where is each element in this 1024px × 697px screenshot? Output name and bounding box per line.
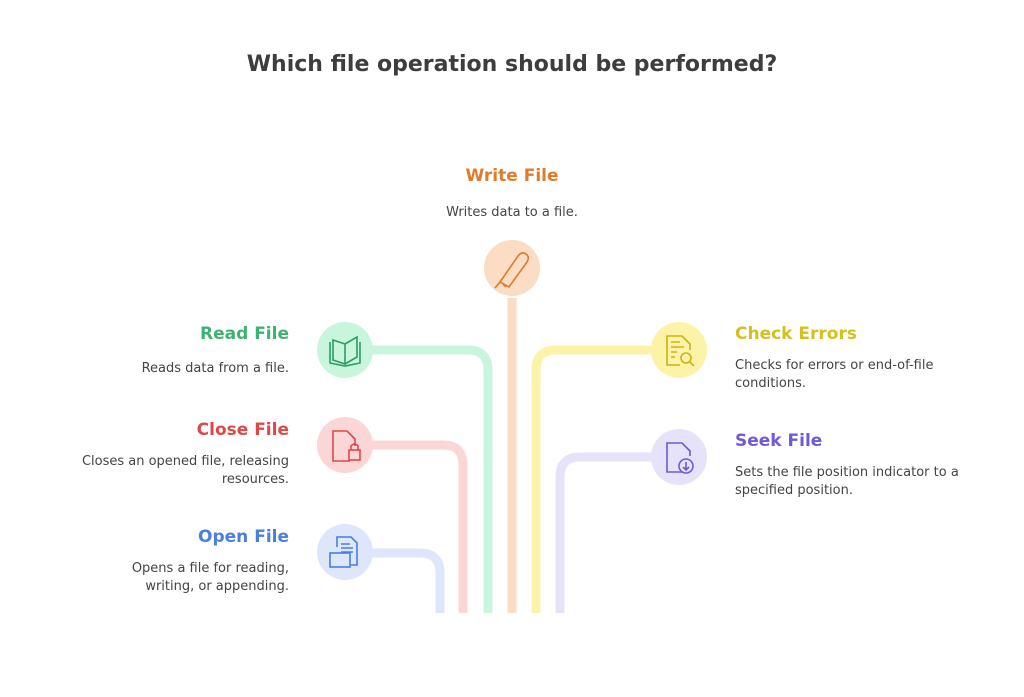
close-file-title: Close File	[196, 420, 289, 440]
read-file-desc: Reads data from a file.	[141, 361, 289, 376]
write-icon-circle	[484, 240, 540, 296]
check-errors-title: Check Errors	[735, 324, 857, 344]
diagram-title: Which file operation should be performed…	[246, 52, 778, 77]
open-file-title: Open File	[198, 527, 289, 547]
file-download-icon	[666, 442, 694, 474]
write-file-desc: Writes data to a file.	[446, 205, 578, 220]
close-icon-circle	[317, 417, 373, 473]
open-connector	[372, 548, 445, 613]
file-folder-icon	[329, 536, 358, 568]
check-errors-desc: Checks for errors or end-of-file conditi…	[735, 358, 934, 391]
open-file-desc: Opens a file for reading, writing, or ap…	[131, 561, 289, 594]
seek-file-title: Seek File	[735, 431, 823, 451]
read-file-title: Read File	[200, 324, 289, 344]
read-connector	[372, 345, 493, 613]
check-connector	[531, 345, 652, 613]
check-icon-circle	[651, 322, 707, 378]
seek-file-desc: Sets the file position indicator to a sp…	[735, 465, 959, 498]
file-search-icon	[666, 335, 695, 367]
close-file-desc: Closes an opened file, releasing resourc…	[81, 454, 289, 487]
book-icon	[329, 335, 361, 367]
seek-connector	[555, 452, 652, 613]
file-lock-icon	[332, 430, 361, 462]
pen-icon	[494, 252, 530, 289]
write-file-title: Write File	[465, 166, 559, 186]
close-connector	[372, 440, 468, 613]
seek-icon-circle	[651, 429, 707, 485]
